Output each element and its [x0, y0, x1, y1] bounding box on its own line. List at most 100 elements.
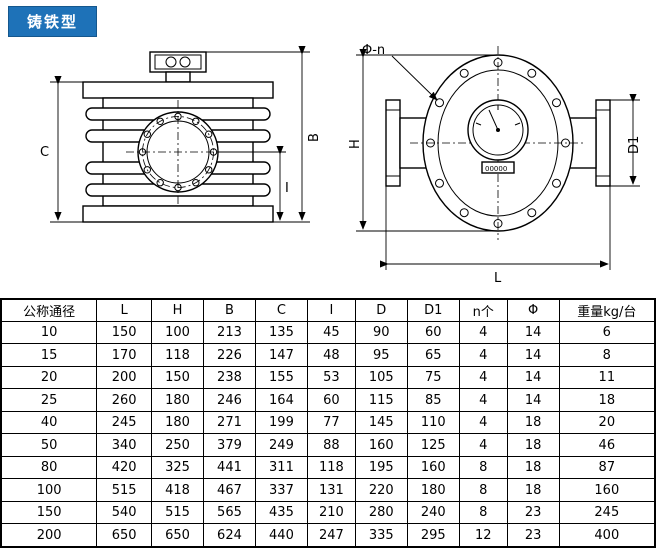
table-cell: 11: [558, 365, 656, 390]
table-cell: 12: [458, 523, 508, 548]
table-cell: 441: [202, 455, 256, 480]
table-cell: 335: [354, 523, 408, 548]
table-cell: 180: [150, 410, 204, 435]
table-header-cell: D1: [406, 298, 460, 322]
table-cell: 6: [558, 320, 656, 345]
table-cell: 77: [306, 410, 356, 435]
table-cell: 45: [306, 320, 356, 345]
table-cell: 18: [558, 388, 656, 412]
table-cell: 25: [0, 388, 98, 412]
dimension-H: H: [348, 48, 498, 232]
callout-phi-n: Φ-n: [362, 43, 438, 101]
table-cell: 150: [150, 365, 204, 390]
table-cell: 245: [96, 410, 152, 435]
table-cell: 53: [306, 365, 356, 390]
dim-label-h: H: [348, 139, 363, 149]
table-cell: 23: [506, 523, 560, 548]
table-cell: 240: [406, 500, 460, 525]
table-cell: 213: [202, 320, 256, 345]
dimension-B: B: [206, 45, 322, 223]
table-cell: 311: [254, 455, 308, 480]
dimension-C: C: [40, 75, 83, 223]
table-header-cell: B: [202, 298, 256, 322]
front-view-container: 00000 Φ-n H: [348, 38, 648, 294]
table-cell: 226: [202, 343, 256, 367]
table-cell: 8: [458, 478, 508, 502]
table-cell: 20: [558, 410, 656, 435]
table-cell: 115: [354, 388, 408, 412]
table-cell: 65: [406, 343, 460, 367]
table-cell: 8: [558, 343, 656, 367]
table-header-cell: L: [96, 298, 152, 322]
table-cell: 180: [406, 478, 460, 502]
drawing-area: C B I: [0, 34, 656, 298]
table-cell: 150: [96, 320, 152, 345]
table-cell: 150: [0, 500, 98, 525]
table-cell: 87: [558, 455, 656, 480]
table-header-cell: I: [306, 298, 356, 322]
table-cell: 10: [0, 320, 98, 345]
table-cell: 14: [506, 343, 560, 367]
table-cell: 8: [458, 500, 508, 525]
table-cell: 515: [96, 478, 152, 502]
table-cell: 199: [254, 410, 308, 435]
table-cell: 18: [506, 410, 560, 435]
table-cell: 400: [558, 523, 656, 548]
table-cell: 145: [354, 410, 408, 435]
dim-label-phi-n: Φ-n: [362, 43, 385, 58]
table-cell: 105: [354, 365, 408, 390]
table-cell: 118: [150, 343, 204, 367]
table-cell: 220: [354, 478, 408, 502]
table-cell: 8: [458, 455, 508, 480]
table-cell: 60: [306, 388, 356, 412]
table-cell: 100: [150, 320, 204, 345]
table-cell: 200: [96, 365, 152, 390]
table-cell: 90: [354, 320, 408, 345]
table-cell: 4: [458, 365, 508, 390]
table-cell: 650: [150, 523, 204, 548]
table-cell: 418: [150, 478, 204, 502]
table-cell: 50: [0, 433, 98, 457]
table-header-cell: 重量kg/台: [558, 298, 656, 322]
table-cell: 4: [458, 433, 508, 457]
table-cell: 160: [406, 455, 460, 480]
dimension-L: L: [379, 186, 611, 286]
table-cell: 246: [202, 388, 256, 412]
table-cell: 14: [506, 388, 560, 412]
table-cell: 15: [0, 343, 98, 367]
dim-label-c: C: [40, 145, 49, 160]
table-cell: 245: [558, 500, 656, 525]
table-cell: 180: [150, 388, 204, 412]
table-cell: 23: [506, 500, 560, 525]
counter-register: [149, 51, 207, 83]
table-cell: 4: [458, 410, 508, 435]
front-view-drawing: 00000 Φ-n H: [348, 43, 642, 286]
dimension-I: I: [218, 145, 289, 221]
table-cell: 624: [202, 523, 256, 548]
table-header-cell: D: [354, 298, 408, 322]
table-cell: 467: [202, 478, 256, 502]
table-cell: 48: [306, 343, 356, 367]
type-badge: 铸铁型: [8, 6, 98, 37]
table-cell: 60: [406, 320, 460, 345]
table-cell: 40: [0, 410, 98, 435]
table-cell: 110: [406, 410, 460, 435]
table-cell: 238: [202, 365, 256, 390]
table-cell: 271: [202, 410, 256, 435]
table-cell: 164: [254, 388, 308, 412]
table-cell: 4: [458, 388, 508, 412]
table-header-cell: n个: [458, 298, 508, 322]
table-cell: 295: [406, 523, 460, 548]
dim-label-l: L: [494, 271, 502, 286]
